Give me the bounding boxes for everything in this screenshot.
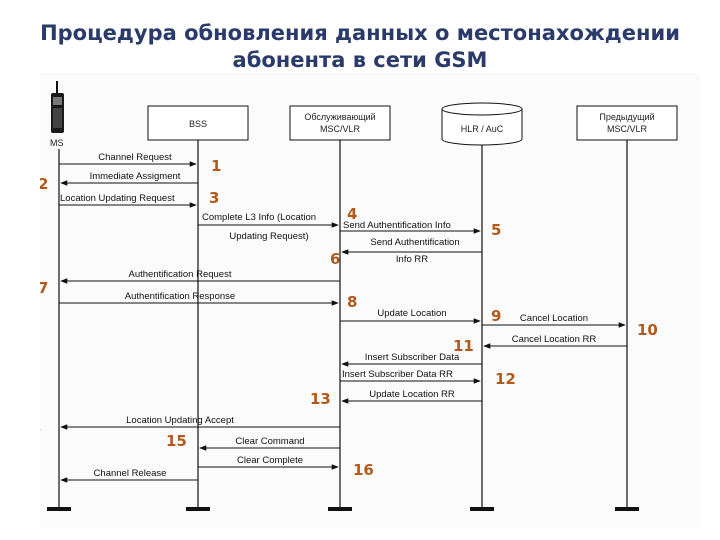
- msg-cancel-location-rr: Cancel Location RR: [512, 334, 597, 345]
- step-number-14: 14: [40, 419, 41, 437]
- msg-channel-request: Channel Request: [98, 152, 172, 163]
- entity-ms-label: MS: [50, 138, 64, 148]
- entity-msc-vlr-label-1: Обслуживающий: [304, 112, 375, 122]
- msg-send-auth-info-rr-1: Send Authentification: [370, 237, 459, 248]
- msg-insert-subscriber-data-rr: Insert Subscriber Data RR: [342, 369, 453, 380]
- msg-immediate-assignment: Immediate Assigment: [90, 171, 181, 182]
- msg-clear-command: Clear Command: [235, 436, 304, 447]
- msg-clear-complete: Clear Complete: [237, 455, 303, 466]
- step-number-10: 10: [637, 321, 658, 339]
- title-line-2: абонента в сети GSM: [232, 48, 488, 72]
- msg-auth-request: Authentification Request: [129, 269, 232, 280]
- msg-send-auth-info-rr-2: Info RR: [396, 254, 428, 265]
- step-number-13: 13: [310, 390, 331, 408]
- entity-msc-vlr-label-2: MSC/VLR: [320, 124, 361, 134]
- msg-location-updating-accept: Location Updating Accept: [126, 415, 234, 426]
- msg-insert-subscriber-data: Insert Subscriber Data: [365, 352, 460, 363]
- msg-auth-response: Authentification Response: [125, 291, 235, 302]
- step-number-1: 1: [211, 157, 221, 175]
- step-number-11: 11: [453, 337, 474, 355]
- step-number-15: 15: [166, 432, 187, 450]
- lifeline-bases: [47, 507, 639, 511]
- step-number-12: 12: [495, 370, 516, 388]
- entity-hlr-label: HLR / AuC: [461, 124, 504, 134]
- message-arrows: [59, 161, 627, 483]
- msg-complete-l3-info-2: Updating Request): [229, 231, 308, 242]
- step-number-3: 3: [209, 189, 219, 207]
- msg-send-auth-info: Send Authentification Info: [343, 220, 451, 231]
- step-number-4: 4: [347, 205, 357, 223]
- step-number-6: 6: [330, 250, 340, 268]
- msg-complete-l3-info-1: Complete L3 Info (Location: [202, 212, 316, 223]
- lifelines: [58, 140, 628, 508]
- entity-prev-msc-label-1: Предыдущий: [599, 112, 654, 122]
- mobile-phone-icon: [51, 81, 64, 133]
- step-number-2: 2: [40, 175, 48, 193]
- step-number-17: 17: [40, 462, 41, 480]
- entity-bss-label: BSS: [189, 119, 207, 129]
- sequence-diagram: MS BSS Обслуживающий MSC/VLR HLR / AuC П…: [20, 73, 700, 528]
- step-number-9: 9: [491, 307, 501, 325]
- entity-prev-msc-label-2: MSC/VLR: [607, 124, 648, 134]
- step-number-8: 8: [347, 293, 357, 311]
- msg-update-location: Update Location: [377, 308, 446, 319]
- msg-channel-release: Channel Release: [94, 468, 167, 479]
- msg-location-updating-request: Location Updating Request: [60, 193, 175, 204]
- step-number-5: 5: [491, 221, 501, 239]
- entity-bss-box: [147, 105, 249, 141]
- title-line-1: Процедура обновления данных о местонахож…: [40, 21, 680, 45]
- msg-cancel-location: Cancel Location: [520, 313, 588, 324]
- step-number-16: 16: [353, 461, 374, 479]
- msg-update-location-rr: Update Location RR: [369, 389, 455, 400]
- step-number-7: 7: [40, 279, 48, 297]
